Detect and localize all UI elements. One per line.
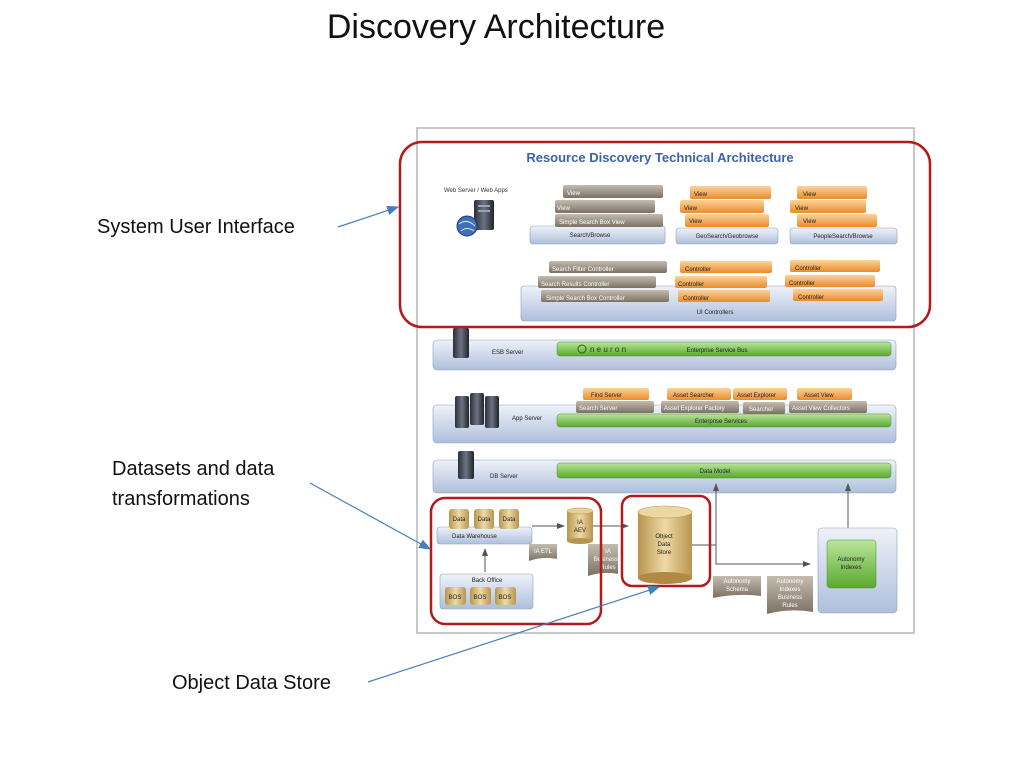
datasets-callout-arrow bbox=[309, 482, 432, 550]
middle-controller-3: Controller bbox=[683, 296, 709, 302]
esb-bus-label: Enterprise Service Bus bbox=[686, 348, 747, 354]
ia-rules-line1: IA bbox=[605, 549, 611, 555]
enterprise-services-label: Enterprise Services bbox=[695, 419, 747, 425]
autonomy-schema-line2: Schema bbox=[726, 587, 749, 593]
ui-highlight-box bbox=[398, 140, 932, 329]
ia-rules-line2: Business bbox=[594, 557, 618, 563]
middle-controller-2: Controller bbox=[678, 282, 704, 288]
ia-business-rules-doc: IA Business Rules bbox=[588, 544, 618, 576]
esb-server-label: ESB Server bbox=[492, 350, 523, 356]
search-browse-group: Search/Browse View View Simple Search Bo… bbox=[529, 185, 666, 245]
esb-layer: ESB Server n e u r o n Enterprise Servic… bbox=[432, 328, 897, 371]
asset-view: Asset View bbox=[804, 393, 834, 399]
data-model-label: Data Model bbox=[700, 469, 731, 475]
autonomy-rules-doc: Autonomy Indexes Business Rules bbox=[767, 576, 813, 614]
neuron-logo-icon bbox=[577, 344, 587, 354]
store-line3: Store bbox=[657, 550, 672, 556]
people-view-1: View bbox=[803, 192, 817, 198]
right-controller-1: Controller bbox=[795, 266, 821, 272]
asset-explorer-factory: Asset Explorer Factory bbox=[664, 406, 725, 412]
ia-aev-line1: IA bbox=[577, 520, 583, 526]
app-server-icon bbox=[455, 393, 499, 428]
store-line1: Object bbox=[655, 534, 673, 540]
controller-search-results: Search Results Controller bbox=[541, 282, 609, 288]
peoplesearch-label: PeopleSearch/Browse bbox=[813, 234, 873, 240]
controller-simple-search: Simple Search Box Controller bbox=[546, 296, 625, 302]
object-store-highlight-box bbox=[620, 494, 712, 588]
people-view-2: View bbox=[795, 206, 809, 212]
right-controller-2: Controller bbox=[789, 281, 815, 287]
asset-explorer: Asset Explorer bbox=[737, 393, 776, 399]
data-warehouse-label: Data Warehouse bbox=[452, 534, 497, 540]
geosearch-label: GeoSearch/Geobrowse bbox=[696, 234, 759, 240]
geosearch-group: GeoSearch/Geobrowse View View View bbox=[675, 186, 779, 245]
web-server-label: Web Server / Web Apps bbox=[444, 188, 508, 194]
autonomy-rules-line4: Rules bbox=[782, 603, 797, 609]
store-connectors bbox=[692, 483, 851, 567]
object-store-callout-arrow bbox=[367, 585, 661, 683]
search-view-2: View bbox=[557, 206, 571, 212]
autonomy-indexes-line1: Autonomy bbox=[837, 557, 864, 563]
ia-rules-line3: Rules bbox=[600, 565, 615, 571]
ui-controllers-label: UI Controllers bbox=[697, 310, 734, 316]
object-data-store-cylinder: Object Data Store bbox=[637, 505, 693, 584]
autonomy-schema-doc: Autonomy Schema bbox=[713, 576, 761, 598]
asset-searcher: Asset Searcher bbox=[673, 393, 714, 399]
slide-title: Discovery Architecture bbox=[326, 8, 666, 46]
searcher: Searcher bbox=[749, 407, 773, 413]
peoplesearch-group: PeopleSearch/Browse View View View bbox=[789, 186, 898, 245]
bos-3: BOS bbox=[499, 595, 512, 601]
data-item-2: Data bbox=[478, 517, 491, 523]
app-server-label: App Server bbox=[512, 416, 542, 422]
back-office-group: Back Office BOS BOS BOS bbox=[439, 573, 534, 610]
db-server-label: DB Server bbox=[490, 474, 518, 480]
autonomy-rules-line3: Business bbox=[778, 595, 802, 601]
bos-1: BOS bbox=[449, 595, 462, 601]
ia-etl-doc: IA ETL bbox=[529, 544, 557, 561]
app-layer: App Server Enterprise Services Find Serv… bbox=[432, 388, 897, 444]
web-server-icon bbox=[456, 200, 494, 237]
autonomy-indexes-line2: Indexes bbox=[840, 565, 861, 571]
db-server-icon bbox=[458, 451, 474, 479]
data-item-1: Data bbox=[453, 517, 466, 523]
callout-datasets-line2: transformations bbox=[112, 488, 250, 510]
data-item-3: Data bbox=[503, 517, 516, 523]
find-server: Find Server bbox=[591, 393, 622, 399]
esb-server-icon bbox=[453, 328, 469, 358]
ia-aev-line2: AEV bbox=[574, 528, 586, 534]
ia-etl-label: IA ETL bbox=[534, 549, 553, 555]
asset-view-collectors: Asset View Collectors bbox=[792, 406, 850, 412]
middle-controller-1: Controller bbox=[685, 267, 711, 273]
ui-callout-arrow bbox=[337, 205, 400, 228]
people-view-3: View bbox=[803, 219, 817, 225]
right-controller-3: Controller bbox=[798, 295, 824, 301]
callout-datasets-line1: Datasets and data bbox=[112, 458, 275, 480]
data-warehouse-group: Data Warehouse Data Data Data bbox=[436, 509, 533, 545]
ui-controllers-group: UI Controllers Search Filter Controller … bbox=[520, 260, 897, 322]
diagram-title: Resource Discovery Technical Architectur… bbox=[526, 150, 793, 165]
search-server: Search Server bbox=[579, 406, 617, 412]
geo-view-1: View bbox=[694, 192, 708, 198]
search-view-3: Simple Search Box View bbox=[559, 220, 625, 226]
datasets-highlight-box bbox=[429, 496, 603, 626]
autonomy-schema-line1: Autonomy bbox=[723, 579, 750, 585]
controller-search-filter: Search Filter Controller bbox=[552, 267, 614, 273]
search-browse-label: Search/Browse bbox=[570, 233, 611, 239]
callout-system-user-interface: System User Interface bbox=[97, 216, 295, 238]
search-view-1: View bbox=[567, 191, 581, 197]
back-office-label: Back Office bbox=[472, 578, 503, 584]
bos-2: BOS bbox=[474, 595, 487, 601]
geo-view-3: View bbox=[689, 219, 703, 225]
callout-object-data-store: Object Data Store bbox=[172, 672, 331, 694]
neuron-label: n e u r o n bbox=[590, 345, 626, 354]
db-layer: DB Server Data Model bbox=[432, 451, 897, 494]
geo-view-2: View bbox=[684, 206, 698, 212]
store-line2: Data bbox=[658, 542, 671, 548]
ia-aev-cylinder: IA AEV bbox=[566, 507, 594, 544]
autonomy-indexes-group: Autonomy Indexes bbox=[817, 527, 898, 614]
autonomy-rules-line1: Autonomy bbox=[776, 579, 803, 585]
autonomy-rules-line2: Indexes bbox=[779, 587, 800, 593]
